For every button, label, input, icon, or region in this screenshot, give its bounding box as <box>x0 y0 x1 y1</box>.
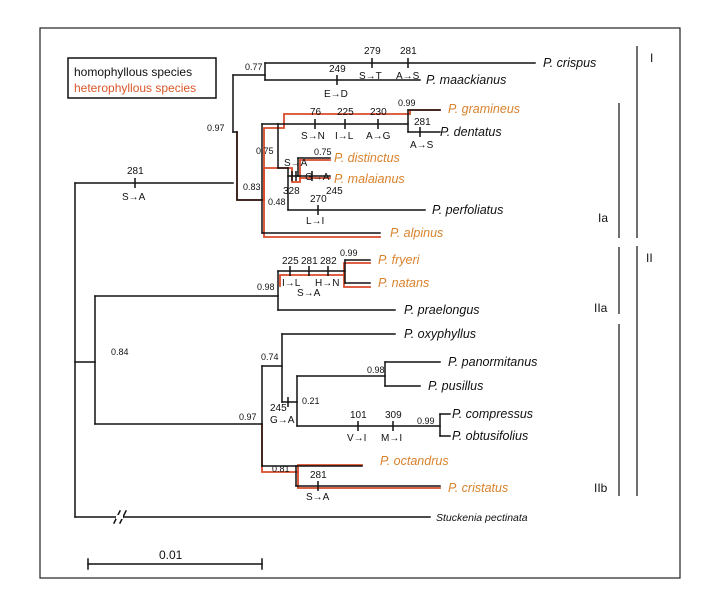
branch-break-gap <box>116 515 123 519</box>
mutation-pos-perfoliatus: 270 <box>310 194 327 205</box>
clade-label-iib: IIb <box>594 481 608 495</box>
mutation-pos-maackianus: 249 <box>329 64 346 75</box>
legend-heterophyllous: heterophyllous species <box>74 81 196 95</box>
mutation-pos-gd-225: 225 <box>337 107 354 118</box>
support-values: 0.77 0.97 0.99 0.75 0.75 0.83 0.48 0.99 … <box>111 62 435 474</box>
mutation-ticks <box>134 58 421 491</box>
mutation-sub-fn-281: S→A <box>297 288 321 299</box>
heterophyllous-highlights <box>236 109 441 489</box>
mutation-pos-fn-282: 282 <box>320 256 337 267</box>
figure-frame <box>39 27 681 579</box>
taxon-label-obtusifolius: P. obtusifolius <box>452 429 528 443</box>
support-value: 0.99 <box>417 416 435 426</box>
taxon-label-fryeri: P. fryeri <box>378 253 421 267</box>
mutation-pos-compressus-101: 101 <box>350 410 367 421</box>
mutation-sub-crispus-279: S→T <box>359 71 382 82</box>
taxon-labels: P. crispus P. maackianus P. gramineus P.… <box>334 56 596 524</box>
clade-label-iia: IIa <box>594 301 608 315</box>
taxon-label-praelongus: P. praelongus <box>404 303 480 317</box>
scale-bar-label: 0.01 <box>159 548 183 562</box>
mutation-sub-crispus-281: A→S <box>396 71 420 82</box>
legend: homophyllous species heterophyllous spec… <box>67 57 217 99</box>
mutation-sub-gd-76: S→N <box>301 131 325 142</box>
taxon-label-octandrus: P. octandrus <box>380 454 449 468</box>
mutation-labels: 281 S→A 279 S→T 281 A→S 249 E→D 76 S→N 2… <box>122 46 434 503</box>
highlight-cristatus <box>297 471 441 489</box>
mutation-sub-dm-sa: S→A <box>284 158 308 169</box>
clade-label-i: I <box>650 51 653 65</box>
taxon-label-maackianus: P. maackianus <box>426 73 506 87</box>
mutation-pos-root: 281 <box>127 166 144 177</box>
legend-homophyllous: homophyllous species <box>74 65 192 79</box>
mutation-pos-fn-225: 225 <box>282 256 299 267</box>
mutation-sub-iib: G→A <box>270 415 295 426</box>
legend-box <box>67 57 217 99</box>
clade-label-ia: Ia <box>598 211 608 225</box>
clade-label-ii: II <box>646 251 653 265</box>
mutation-sub-compressus-101: V→I <box>347 433 366 444</box>
support-value: 0.98 <box>257 282 275 292</box>
taxon-label-dentatus: P. dentatus <box>440 125 502 139</box>
support-value: 0.98 <box>367 365 385 375</box>
taxon-label-cristatus: P. cristatus <box>448 481 508 495</box>
highlight-natans <box>343 274 371 288</box>
mutation-sub-gd-225: I→L <box>335 131 354 142</box>
support-value: 0.21 <box>302 396 320 406</box>
mutation-sub-cristatus: S→A <box>306 492 330 503</box>
mutation-pos-crispus-279: 279 <box>364 46 381 57</box>
mutation-pos-dentatus: 281 <box>414 117 431 128</box>
mutation-pos-gd-76: 76 <box>310 107 322 118</box>
taxon-label-pusillus: P. pusillus <box>428 379 483 393</box>
mutation-sub-root: S→A <box>122 192 146 203</box>
clade-bars <box>618 46 638 496</box>
taxon-label-panormitanus: P. panormitanus <box>448 355 537 369</box>
taxon-label-natans: P. natans <box>378 276 429 290</box>
tree-branches <box>74 62 536 518</box>
mutation-sub-dentatus: A→S <box>410 140 434 151</box>
mutation-sub-perfoliatus: L→I <box>306 216 324 227</box>
clade-labels: I Ia II IIa IIb <box>594 51 653 495</box>
mutation-pos-dm-328: 328 <box>283 186 300 197</box>
support-value: 0.97 <box>239 412 257 422</box>
mutation-sub-malaianus: G→A <box>305 172 330 183</box>
mutation-sub-maackianus: E→D <box>324 89 348 100</box>
scale-bar: 0.01 <box>87 548 263 570</box>
support-value: 0.99 <box>398 98 416 108</box>
mutation-sub-fn-225: I→L <box>282 278 301 289</box>
taxon-label-gramineus: P. gramineus <box>448 102 520 116</box>
mutation-pos-compressus-309: 309 <box>385 410 402 421</box>
taxon-label-malaianus: P. malaianus <box>334 172 405 186</box>
support-value: 0.83 <box>243 182 261 192</box>
support-value: 0.81 <box>272 464 290 474</box>
support-value: 0.48 <box>268 197 286 207</box>
taxon-label-outgroup: Stuckenia pectinata <box>436 512 528 524</box>
support-value: 0.97 <box>207 123 225 133</box>
mutation-pos-malaianus: 245 <box>326 186 343 197</box>
mutation-pos-fn-281: 281 <box>301 256 318 267</box>
taxon-label-oxyphyllus: P. oxyphyllus <box>404 327 476 341</box>
support-value: 0.75 <box>256 146 274 156</box>
branch-break-marks <box>112 509 128 525</box>
support-value: 0.75 <box>314 147 332 157</box>
highlight-distinctus <box>299 159 331 179</box>
mutation-sub-gd-230: A→G <box>366 131 391 142</box>
support-value: 0.99 <box>340 248 358 258</box>
taxon-label-crispus: P. crispus <box>543 56 596 70</box>
support-value: 0.84 <box>111 347 129 357</box>
mutation-pos-crispus-281: 281 <box>400 46 417 57</box>
mutation-sub-fn-282: H→N <box>315 278 339 289</box>
taxon-label-compressus: P. compressus <box>452 407 533 421</box>
support-value: 0.74 <box>261 352 279 362</box>
taxon-label-distinctus: P. distinctus <box>334 151 400 165</box>
mutation-pos-iib: 245 <box>270 403 287 414</box>
branch-ia-stem <box>236 131 263 201</box>
mutation-sub-compressus-309: M→I <box>381 433 402 444</box>
highlight-alpinus <box>263 199 381 238</box>
taxon-label-alpinus: P. alpinus <box>390 226 443 240</box>
support-value: 0.77 <box>245 62 263 72</box>
mutation-pos-cristatus: 281 <box>310 470 327 481</box>
taxon-label-perfoliatus: P. perfoliatus <box>432 203 503 217</box>
mutation-pos-gd-230: 230 <box>370 107 387 118</box>
